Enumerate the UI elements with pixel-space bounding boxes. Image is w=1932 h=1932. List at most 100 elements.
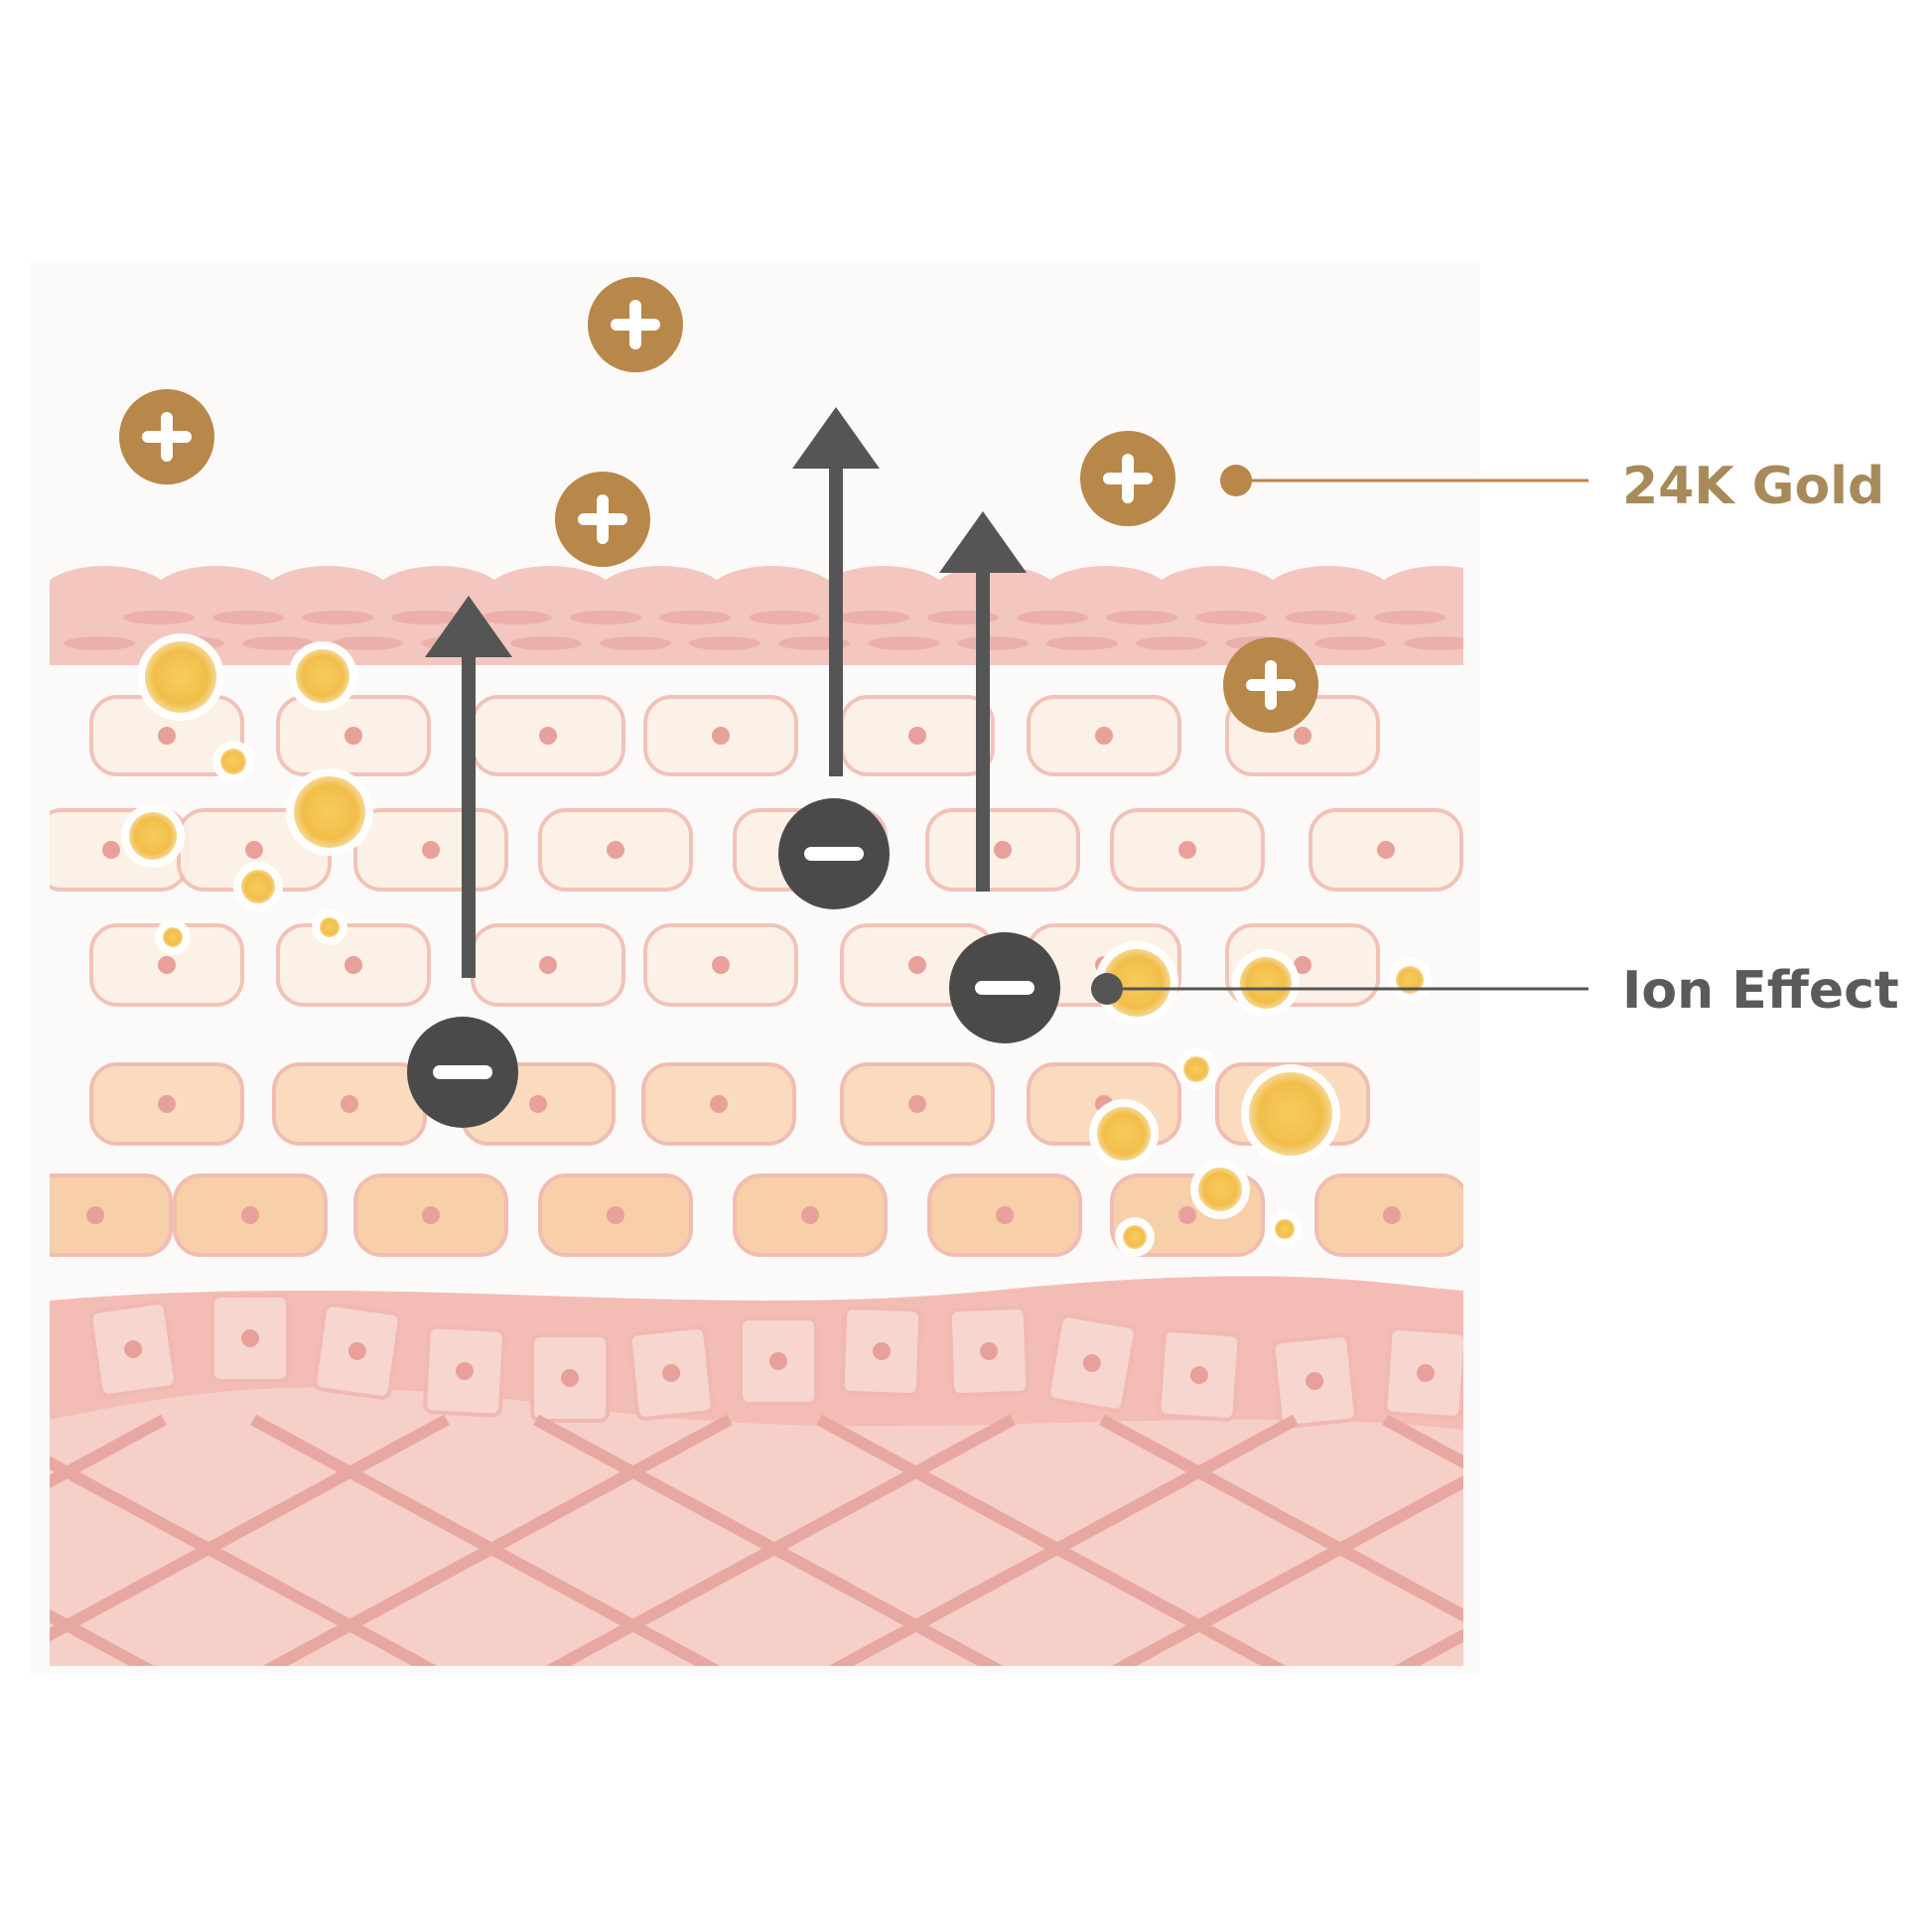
collagen-fiber (545, 1414, 1016, 1666)
cell-nucleus (801, 1206, 819, 1224)
basal-cell-nucleus (1082, 1353, 1101, 1372)
gold-droplet (1123, 1225, 1147, 1249)
collagen-fiber (1111, 1475, 1463, 1666)
flat-cell (868, 636, 939, 650)
gold-droplet (145, 641, 216, 713)
plus-icon (119, 389, 214, 484)
basal-cell-nucleus (980, 1341, 999, 1360)
minus-icon (949, 932, 1060, 1043)
collagen-fiber (1668, 1420, 1932, 1678)
basal-cell (947, 1305, 1031, 1398)
surface-bump (818, 566, 949, 625)
basal-cell-nucleus (561, 1369, 579, 1387)
flat-cell (212, 611, 284, 624)
cell-nucleus (241, 1206, 259, 1224)
flat-cell (1136, 636, 1207, 650)
ion-flow-arrow (792, 407, 880, 776)
cell-nucleus (1377, 841, 1395, 859)
arrow-shaft (829, 457, 843, 776)
cell-nucleus (908, 727, 926, 745)
gold-droplet (163, 927, 183, 947)
flat-cell (510, 636, 582, 650)
basal-cell (1157, 1327, 1242, 1423)
flat-cell (570, 611, 641, 624)
minus-sign (804, 847, 864, 861)
basal-cell-nucleus (1189, 1365, 1208, 1384)
flat-cell (1106, 611, 1177, 624)
basal-cell-row (88, 1294, 1463, 1429)
cell-nucleus (345, 727, 362, 745)
cell-nucleus (607, 1206, 624, 1224)
cell-nucleus (245, 841, 263, 859)
cell-nucleus (539, 727, 557, 745)
flat-cell (391, 611, 463, 624)
flat-cell (749, 611, 820, 624)
gold-droplet (129, 812, 177, 860)
gold-droplet (241, 870, 275, 903)
surface-bump (596, 566, 727, 625)
cell-nucleus (86, 1206, 104, 1224)
minus-icon (778, 798, 890, 909)
basal-cell (840, 1305, 923, 1398)
basal-cell (313, 1303, 402, 1400)
ion-flow-arrow (425, 596, 512, 978)
basal-cell (530, 1333, 610, 1423)
collagen-fiber (262, 1414, 733, 1666)
basal-cell (627, 1325, 715, 1421)
flat-cell (481, 611, 552, 624)
surface-bump (50, 566, 171, 625)
dermis-layer (50, 1276, 1932, 1678)
cell-nucleus (422, 1206, 440, 1224)
plus-sign-vertical (597, 494, 609, 544)
basal-cell-nucleus (241, 1329, 259, 1347)
gold-callout: 24K Gold (1220, 457, 1884, 516)
surface-bump (707, 566, 838, 625)
cell-nucleus (710, 1095, 728, 1113)
surface-bump (484, 566, 616, 625)
flat-cell (332, 636, 403, 650)
plus-sign-vertical (629, 300, 641, 349)
flat-cell (1285, 611, 1356, 624)
plus-icon (555, 472, 650, 567)
cell-nucleus (1383, 1206, 1401, 1224)
basal-cell (1271, 1333, 1358, 1429)
flat-cell (242, 636, 314, 650)
plus-icon (1223, 637, 1318, 733)
basal-cell-nucleus (1306, 1371, 1324, 1390)
flat-cell (1374, 611, 1446, 624)
minus-sign (433, 1065, 492, 1079)
plus-sign-vertical (1122, 454, 1134, 503)
cell-nucleus (341, 1095, 358, 1113)
collagen-fiber (50, 1414, 450, 1642)
ion-flow-arrow (939, 511, 1027, 892)
arrow-head (939, 511, 1027, 573)
surface-bump (1263, 566, 1394, 625)
basal-cell-nucleus (662, 1363, 681, 1382)
cell-nucleus (158, 727, 176, 745)
cell-nucleus (1178, 1206, 1196, 1224)
arrow-shaft (462, 645, 476, 978)
gold-droplet (1240, 957, 1292, 1009)
flat-cell (1017, 611, 1088, 624)
surface-bump (929, 566, 1060, 625)
plus-sign-vertical (161, 412, 173, 462)
cell-nucleus (996, 1206, 1014, 1224)
surface-bump (1374, 566, 1463, 625)
ion-flow-arrows (425, 407, 1027, 978)
absorbed-gold-droplets (121, 633, 1432, 1257)
basal-cell (88, 1301, 178, 1398)
gold-label: 24K Gold (1622, 457, 1884, 516)
cell-nucleus (1178, 841, 1196, 859)
cell-nucleus (908, 956, 926, 974)
basal-cell (739, 1316, 818, 1406)
cell-nucleus (102, 841, 120, 859)
arrow-shaft (976, 561, 990, 892)
cell-nucleus (1095, 727, 1113, 745)
cell-nucleus (422, 841, 440, 859)
basal-cell (423, 1324, 506, 1418)
gold-droplet (1249, 1072, 1332, 1156)
basal-cell-nucleus (455, 1361, 474, 1380)
surface-bump (262, 566, 393, 625)
gold-droplet (1275, 1219, 1295, 1239)
gold-droplet (320, 917, 340, 937)
